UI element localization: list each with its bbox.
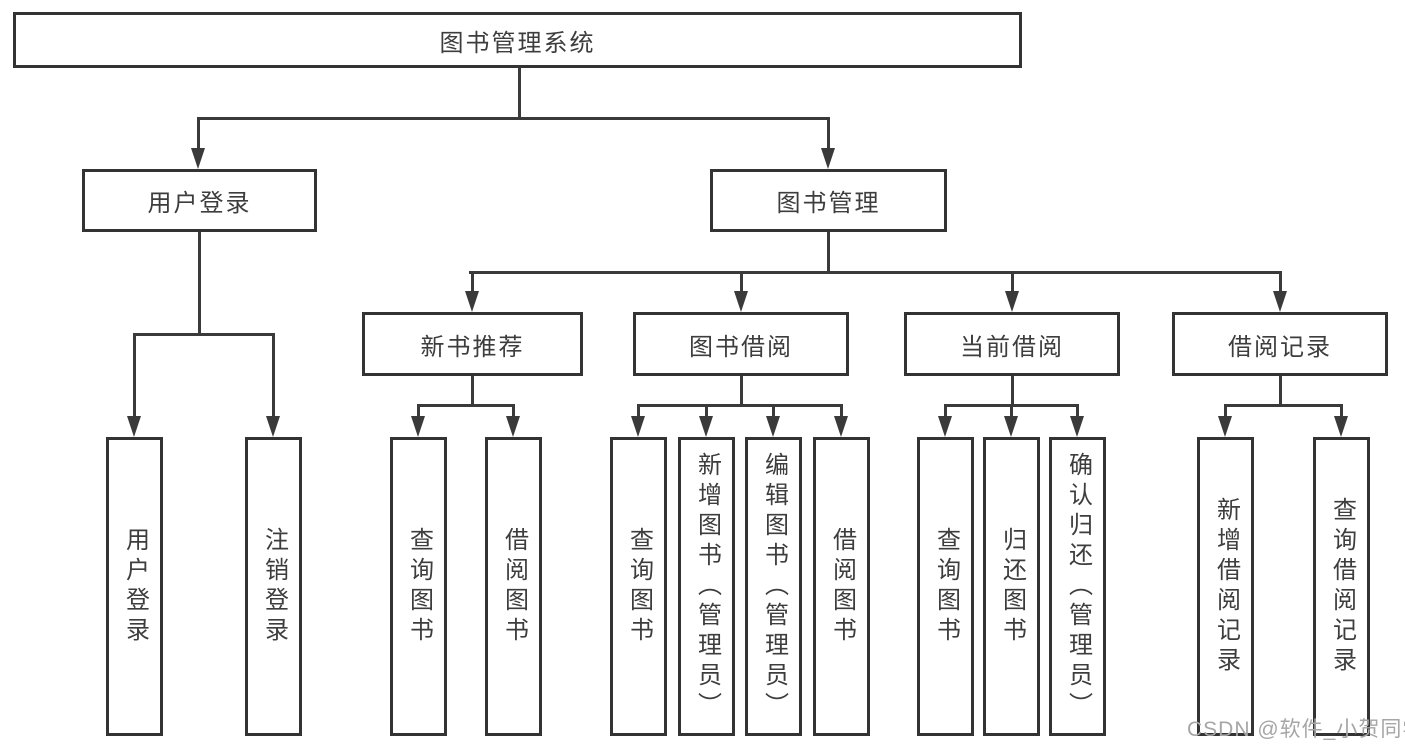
leaf-return-books: 归还图书 (983, 437, 1040, 736)
connector-user-login-split (133, 333, 275, 336)
connector-user-login-stem (198, 232, 201, 336)
connector-new-book-split (417, 404, 515, 407)
arrow-down-leaf (766, 416, 780, 437)
connector-leaf-stub (1010, 404, 1013, 416)
connector-leaf-stub (840, 404, 843, 416)
arrow-down-leaf (506, 416, 520, 437)
arrow-down-book-management (821, 148, 835, 169)
connector-borrow-records-split (1224, 404, 1343, 407)
connector-to-current-borrow (1011, 271, 1014, 291)
arrow-down-current-borrow (1005, 291, 1019, 312)
leaf-query-books-1: 查询图书 (390, 437, 447, 736)
connector-leaf-stub (772, 404, 775, 416)
node-book-borrowing: 图书借阅 (633, 312, 849, 376)
connector-to-leaf-user-login (133, 333, 136, 416)
connector-leaf-stub (705, 404, 708, 416)
node-library-management-system: 图书管理系统 (13, 12, 1022, 68)
leaf-user-login: 用户登录 (106, 437, 163, 736)
arrow-down-leaf (631, 416, 645, 437)
connector-book-borrow-stem (740, 376, 743, 407)
arrow-down-leaf (1334, 416, 1348, 437)
arrow-down-leaf (699, 416, 713, 437)
arrow-down-leaf (834, 416, 848, 437)
arrow-down-leaf-user-login (127, 416, 141, 437)
node-user-login: 用户登录 (82, 169, 317, 232)
leaf-add-books-admin: 新增图书（管理员） (678, 437, 735, 736)
arrow-down-leaf (1218, 416, 1232, 437)
connector-borrow-records-stem (1279, 376, 1282, 407)
arrow-down-user-login (191, 148, 205, 169)
arrow-down-leaf (1070, 416, 1084, 437)
node-current-borrowing: 当前借阅 (904, 312, 1120, 376)
node-borrowing-records: 借阅记录 (1172, 312, 1388, 376)
node-new-book-recommendation: 新书推荐 (362, 312, 583, 376)
connector-book-management-split (469, 271, 1282, 274)
leaf-logout: 注销登录 (245, 437, 302, 736)
connector-current-borrow-stem (1011, 376, 1014, 407)
connector-book-management-stem (827, 232, 830, 274)
connector-leaf-stub (417, 404, 420, 416)
arrow-down-leaf (938, 416, 952, 437)
connector-leaf-stub (637, 404, 640, 416)
connector-book-borrow-split (637, 404, 843, 407)
leaf-confirm-return-admin: 确认归还（管理员） (1049, 437, 1106, 736)
connector-leaf-stub (944, 404, 947, 416)
leaf-borrow-books-2: 借阅图书 (813, 437, 870, 736)
arrow-down-new-book (465, 291, 479, 312)
connector-leaf-stub (1076, 404, 1079, 416)
leaf-add-borrow-record: 新增借阅记录 (1197, 437, 1254, 736)
arrow-down-leaf (411, 416, 425, 437)
connector-root-to-user-login (197, 117, 200, 148)
arrow-down-leaf-logout (266, 416, 280, 437)
node-book-management: 图书管理 (710, 169, 947, 232)
arrow-down-borrow-records (1273, 291, 1287, 312)
arrow-down-leaf (1004, 416, 1018, 437)
connector-to-borrow-records (1279, 271, 1282, 291)
connector-root-split (197, 117, 830, 120)
leaf-borrow-books-1: 借阅图书 (485, 437, 542, 736)
connector-new-book-stem (471, 376, 474, 407)
arrow-down-book-borrow (734, 291, 748, 312)
connector-to-leaf-logout (272, 333, 275, 416)
connector-leaf-stub (1340, 404, 1343, 416)
connector-leaf-stub (512, 404, 515, 416)
leaf-query-books-3: 查询图书 (917, 437, 974, 736)
connector-leaf-stub (1224, 404, 1227, 416)
connector-root-to-book-management (827, 117, 830, 148)
leaf-query-borrow-record: 查询借阅记录 (1313, 437, 1370, 736)
connector-to-new-book (471, 271, 474, 291)
leaf-query-books-2: 查询图书 (610, 437, 667, 736)
leaf-edit-books-admin: 编辑图书（管理员） (745, 437, 802, 736)
connector-root-stem (518, 67, 521, 118)
csdn-watermark: CSDN @软件_小贺同学 (1187, 718, 1405, 741)
connector-to-book-borrow (740, 271, 743, 291)
